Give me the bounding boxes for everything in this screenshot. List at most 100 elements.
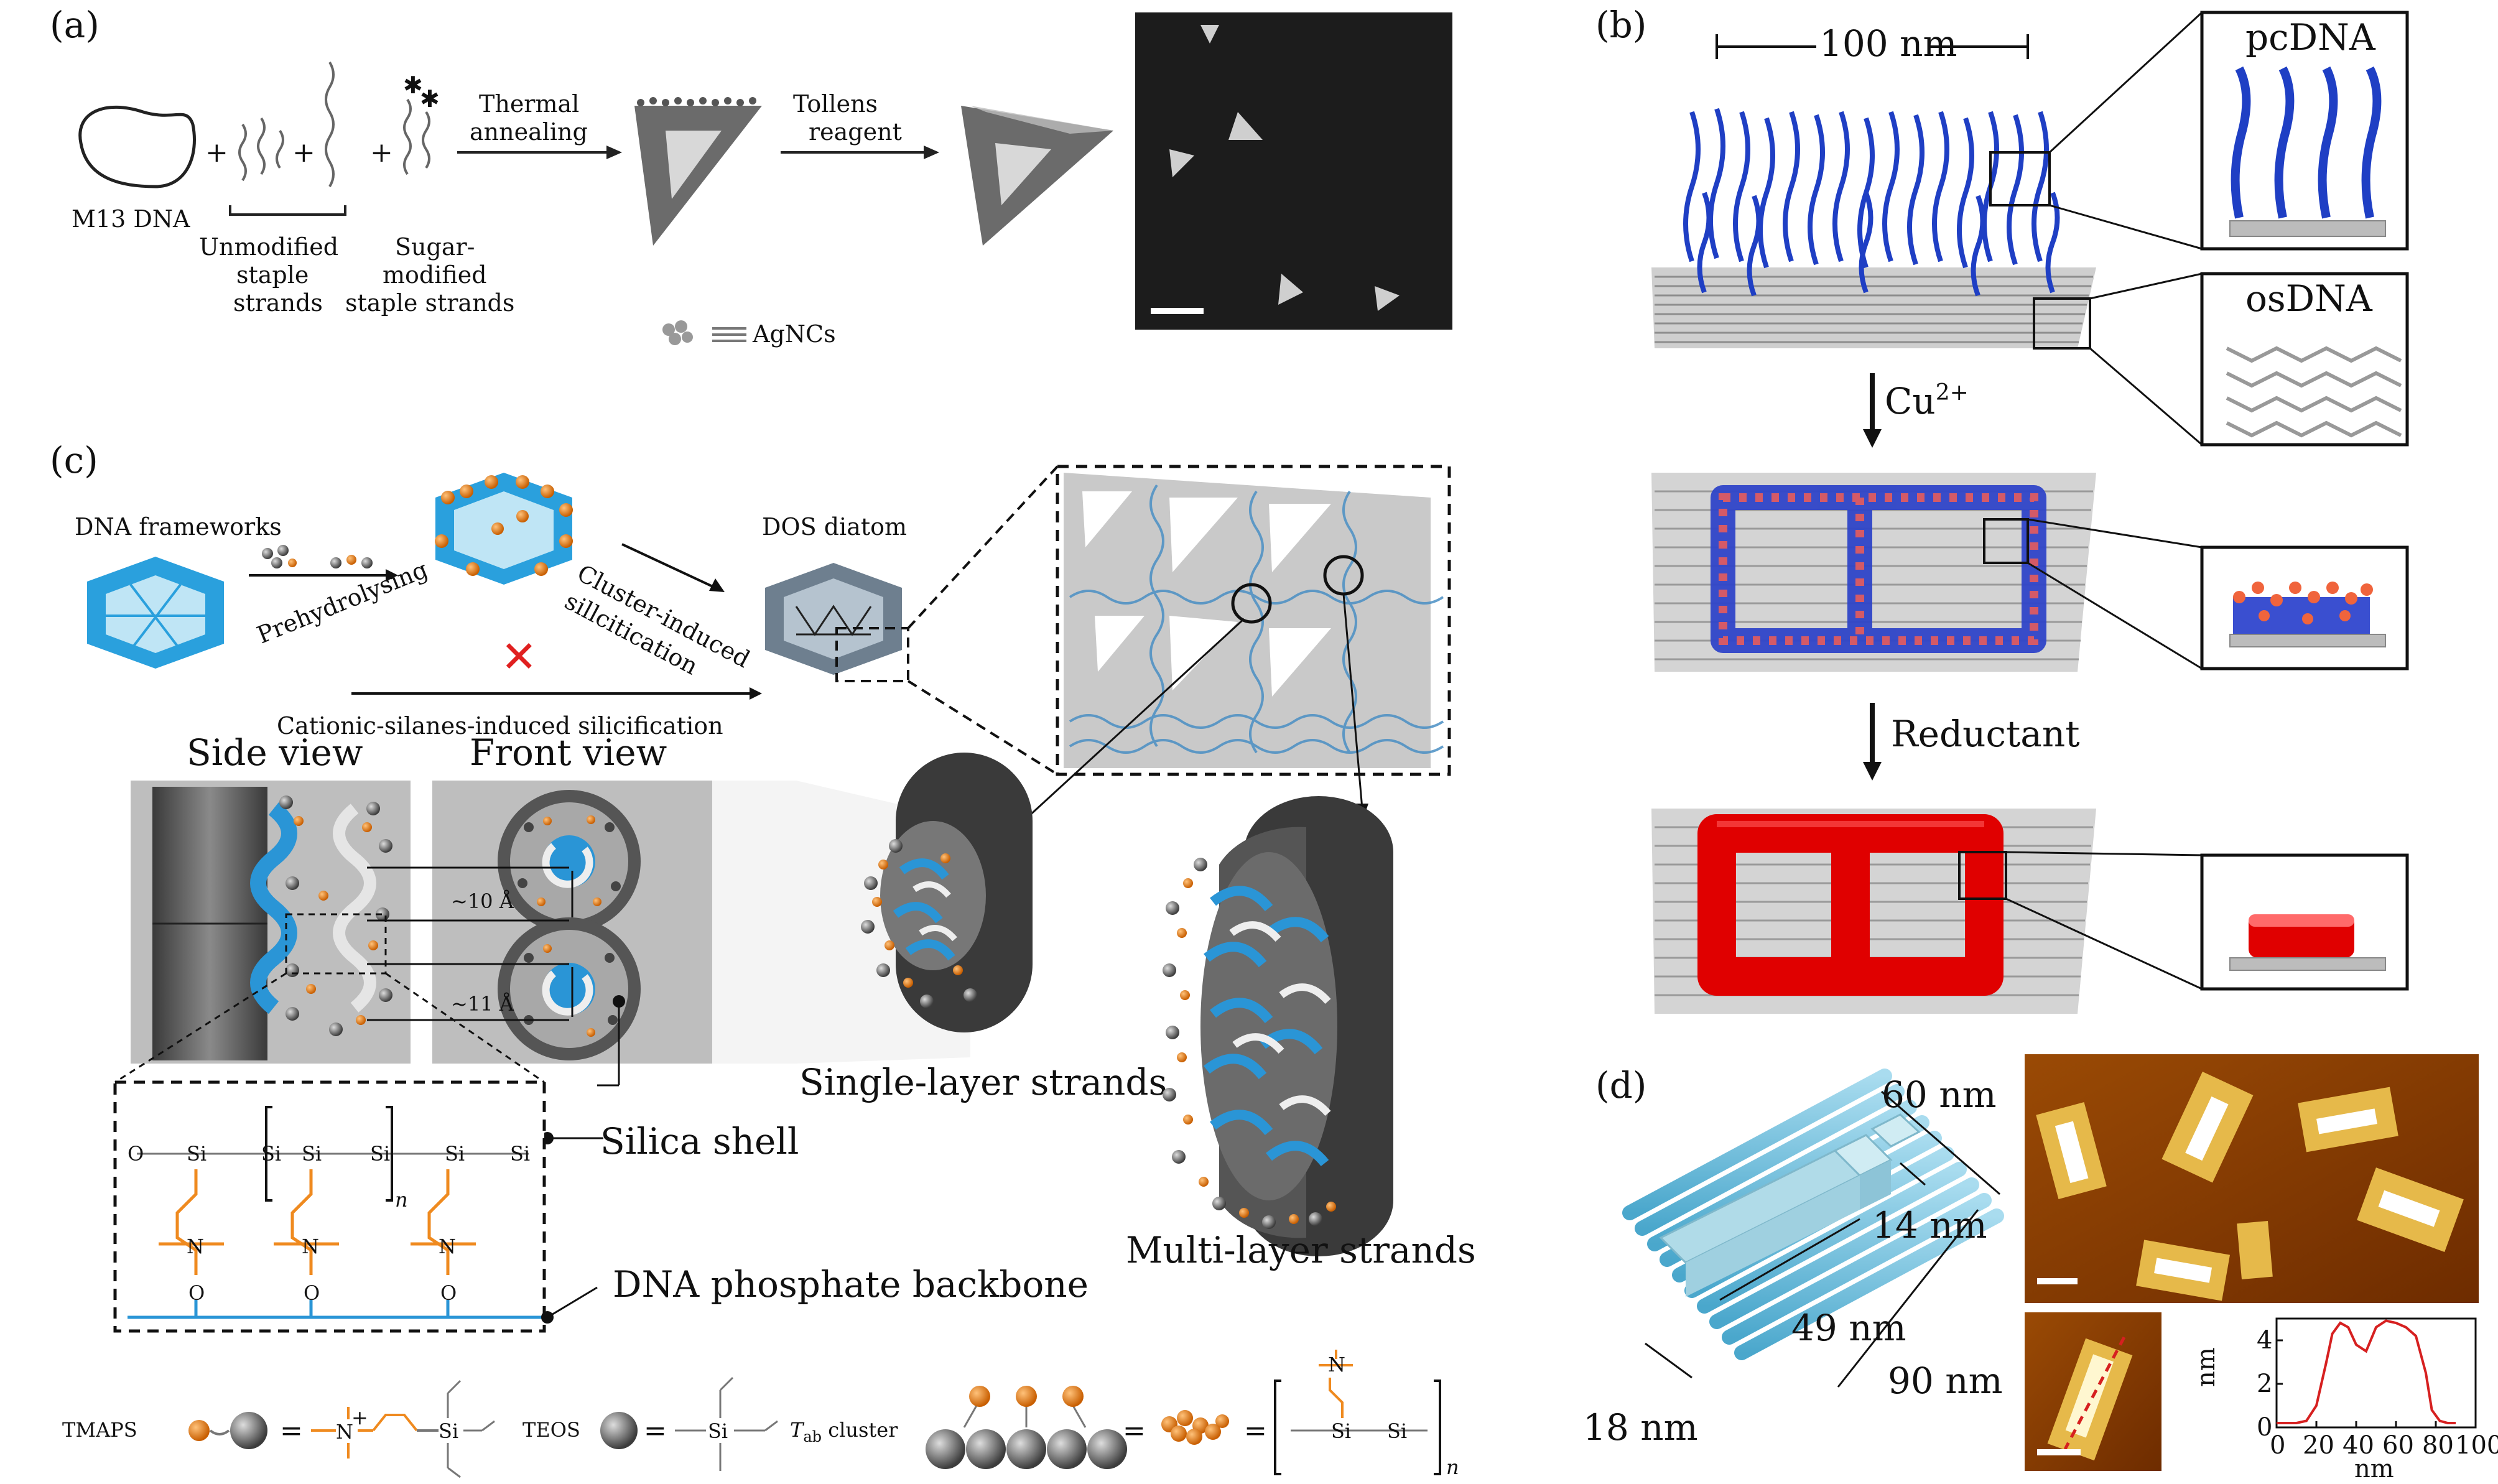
agnc-cluster-icon	[662, 320, 693, 345]
svg-text:Si: Si	[1331, 1419, 1351, 1443]
panel-c: (c) DNA frameworks Prehydrolysing	[50, 439, 1476, 1479]
distance-10a-label: ~10 Å	[451, 889, 514, 913]
svg-text:Si: Si	[370, 1142, 390, 1166]
pcdna-strands	[1683, 108, 2060, 297]
reductant-label: Reductant	[1891, 713, 2080, 755]
arrowhead-icon	[606, 146, 622, 159]
origami-plate-bottom	[1651, 809, 2096, 1014]
silane-balls-icon	[262, 545, 373, 568]
multi-layer-strands-icon	[1163, 796, 1393, 1256]
m13-loop-icon	[78, 105, 196, 188]
dim-14nm-label: 14 nm	[1872, 1204, 1987, 1246]
n-label: N	[302, 1235, 319, 1258]
n-label: N	[439, 1235, 456, 1258]
profile-line	[2063, 1336, 2126, 1450]
x-tick-label: 80	[2422, 1431, 2454, 1460]
svg-text:Si: Si	[302, 1142, 322, 1166]
x-tick-label: 40	[2342, 1431, 2374, 1460]
svg-text:O: O	[128, 1142, 144, 1166]
tmaps-legend: TMAPS = N + Si	[62, 1380, 495, 1478]
panel-b: (b)	[1595, 4, 2409, 1014]
svg-text:N: N	[336, 1420, 353, 1444]
unmodified-line3: strands	[233, 289, 323, 317]
svg-text:Si: Si	[439, 1419, 458, 1443]
dim-60nm-label: 60 nm	[1882, 1074, 1997, 1116]
svg-text:Tab cluster: Tab cluster	[790, 1418, 898, 1445]
svg-text:TMAPS: TMAPS	[62, 1418, 137, 1442]
star-icon: ✱	[403, 72, 423, 99]
plus-sign: +	[370, 137, 393, 169]
silicified-lattice	[1064, 473, 1444, 768]
sugar-strand-icon	[403, 98, 430, 175]
silica-chain: O Si Si Si Si Si Si n	[128, 1106, 530, 1212]
y-tick-label: 0	[2257, 1413, 2272, 1442]
svg-text:O: O	[188, 1281, 205, 1305]
panel-b-label: (b)	[1595, 4, 1646, 46]
chemistry-box	[113, 1080, 546, 1333]
dim-90nm-label: 90 nm	[1888, 1360, 2003, 1402]
sugar-line1: Sugar-	[395, 233, 475, 261]
plot-frame	[2275, 1317, 2477, 1429]
silica-shell-label: Silica shell	[600, 1120, 799, 1162]
frameworks-label: DNA frameworks	[75, 513, 282, 540]
front-cylinders	[498, 790, 641, 1060]
svg-text:=: =	[1244, 1415, 1267, 1447]
teos-legend: TEOS = Si	[522, 1376, 778, 1471]
backbone-label: DNA phosphate backbone	[613, 1263, 1089, 1305]
unmodified-line2: staple	[236, 261, 309, 289]
teal-origami-model	[1622, 1069, 2004, 1360]
single-layer-strands-icon	[861, 753, 1033, 1032]
x-tick-label: 100	[2455, 1431, 2498, 1460]
side-dna-helix	[250, 795, 392, 1036]
svg-text:O: O	[304, 1281, 320, 1305]
scale-bar	[1151, 308, 1204, 314]
panel-d: (d)	[1583, 1054, 2498, 1483]
n-label: N	[187, 1235, 204, 1258]
framework-clusters-icon	[435, 473, 573, 585]
distance-11a-label: ~11 Å	[451, 992, 514, 1016]
panel-c-label: (c)	[50, 439, 98, 481]
panel-a: (a) M13 DNA + + Unmodified staple strand…	[50, 4, 1452, 348]
x-tick-label: 20	[2303, 1431, 2334, 1460]
prehydrolysing-label: Prehydrolysing	[253, 555, 432, 649]
long-strand-icon	[325, 61, 335, 188]
dos-diatom-icon	[765, 563, 902, 675]
svg-text:=: =	[644, 1415, 667, 1447]
bracket	[229, 205, 346, 216]
tmaps-linkers	[159, 1169, 476, 1275]
annealing-label: annealing	[470, 118, 588, 146]
arrowhead-icon	[1863, 429, 1882, 448]
pcdna-label: pcDNA	[2245, 16, 2376, 58]
cross-icon: ✕	[501, 631, 537, 682]
svg-text:Si: Si	[510, 1142, 530, 1166]
width-100nm-label: 100 nm	[1819, 22, 1957, 65]
m13-label: M13 DNA	[72, 205, 190, 233]
svg-text:+: +	[351, 1406, 368, 1429]
panel-a-label: (a)	[50, 4, 100, 46]
x-tick-label: 0	[2270, 1431, 2285, 1460]
svg-text:n: n	[395, 1188, 408, 1212]
svg-text:Si: Si	[187, 1142, 207, 1166]
thermal-label: Thermal	[479, 90, 579, 118]
y-axis-label: nm	[2192, 1347, 2221, 1387]
svg-text:Si: Si	[445, 1142, 465, 1166]
svg-text:=: =	[280, 1415, 303, 1447]
triangle-origami-icon	[634, 106, 762, 246]
scale-bar	[2037, 1449, 2081, 1455]
x-tick-label: 60	[2382, 1431, 2414, 1460]
single-layer-label: Single-layer strands	[799, 1061, 1167, 1103]
arrowhead-icon	[924, 146, 939, 159]
side-view-label: Side view	[187, 731, 363, 774]
front-view-label: Front view	[470, 731, 667, 774]
origami-plate-middle	[1651, 473, 2096, 672]
cu-label: Cu2+	[1885, 380, 1969, 422]
svg-text:Si: Si	[261, 1142, 281, 1166]
reagent-label: reagent	[809, 118, 902, 146]
star-icon: ✱	[420, 85, 440, 113]
sugar-line3: staple strands	[345, 289, 514, 317]
dim-49nm-label: 49 nm	[1791, 1307, 1906, 1349]
svg-text:Si: Si	[1387, 1419, 1407, 1443]
agncs-label: AgNCs	[752, 320, 836, 348]
